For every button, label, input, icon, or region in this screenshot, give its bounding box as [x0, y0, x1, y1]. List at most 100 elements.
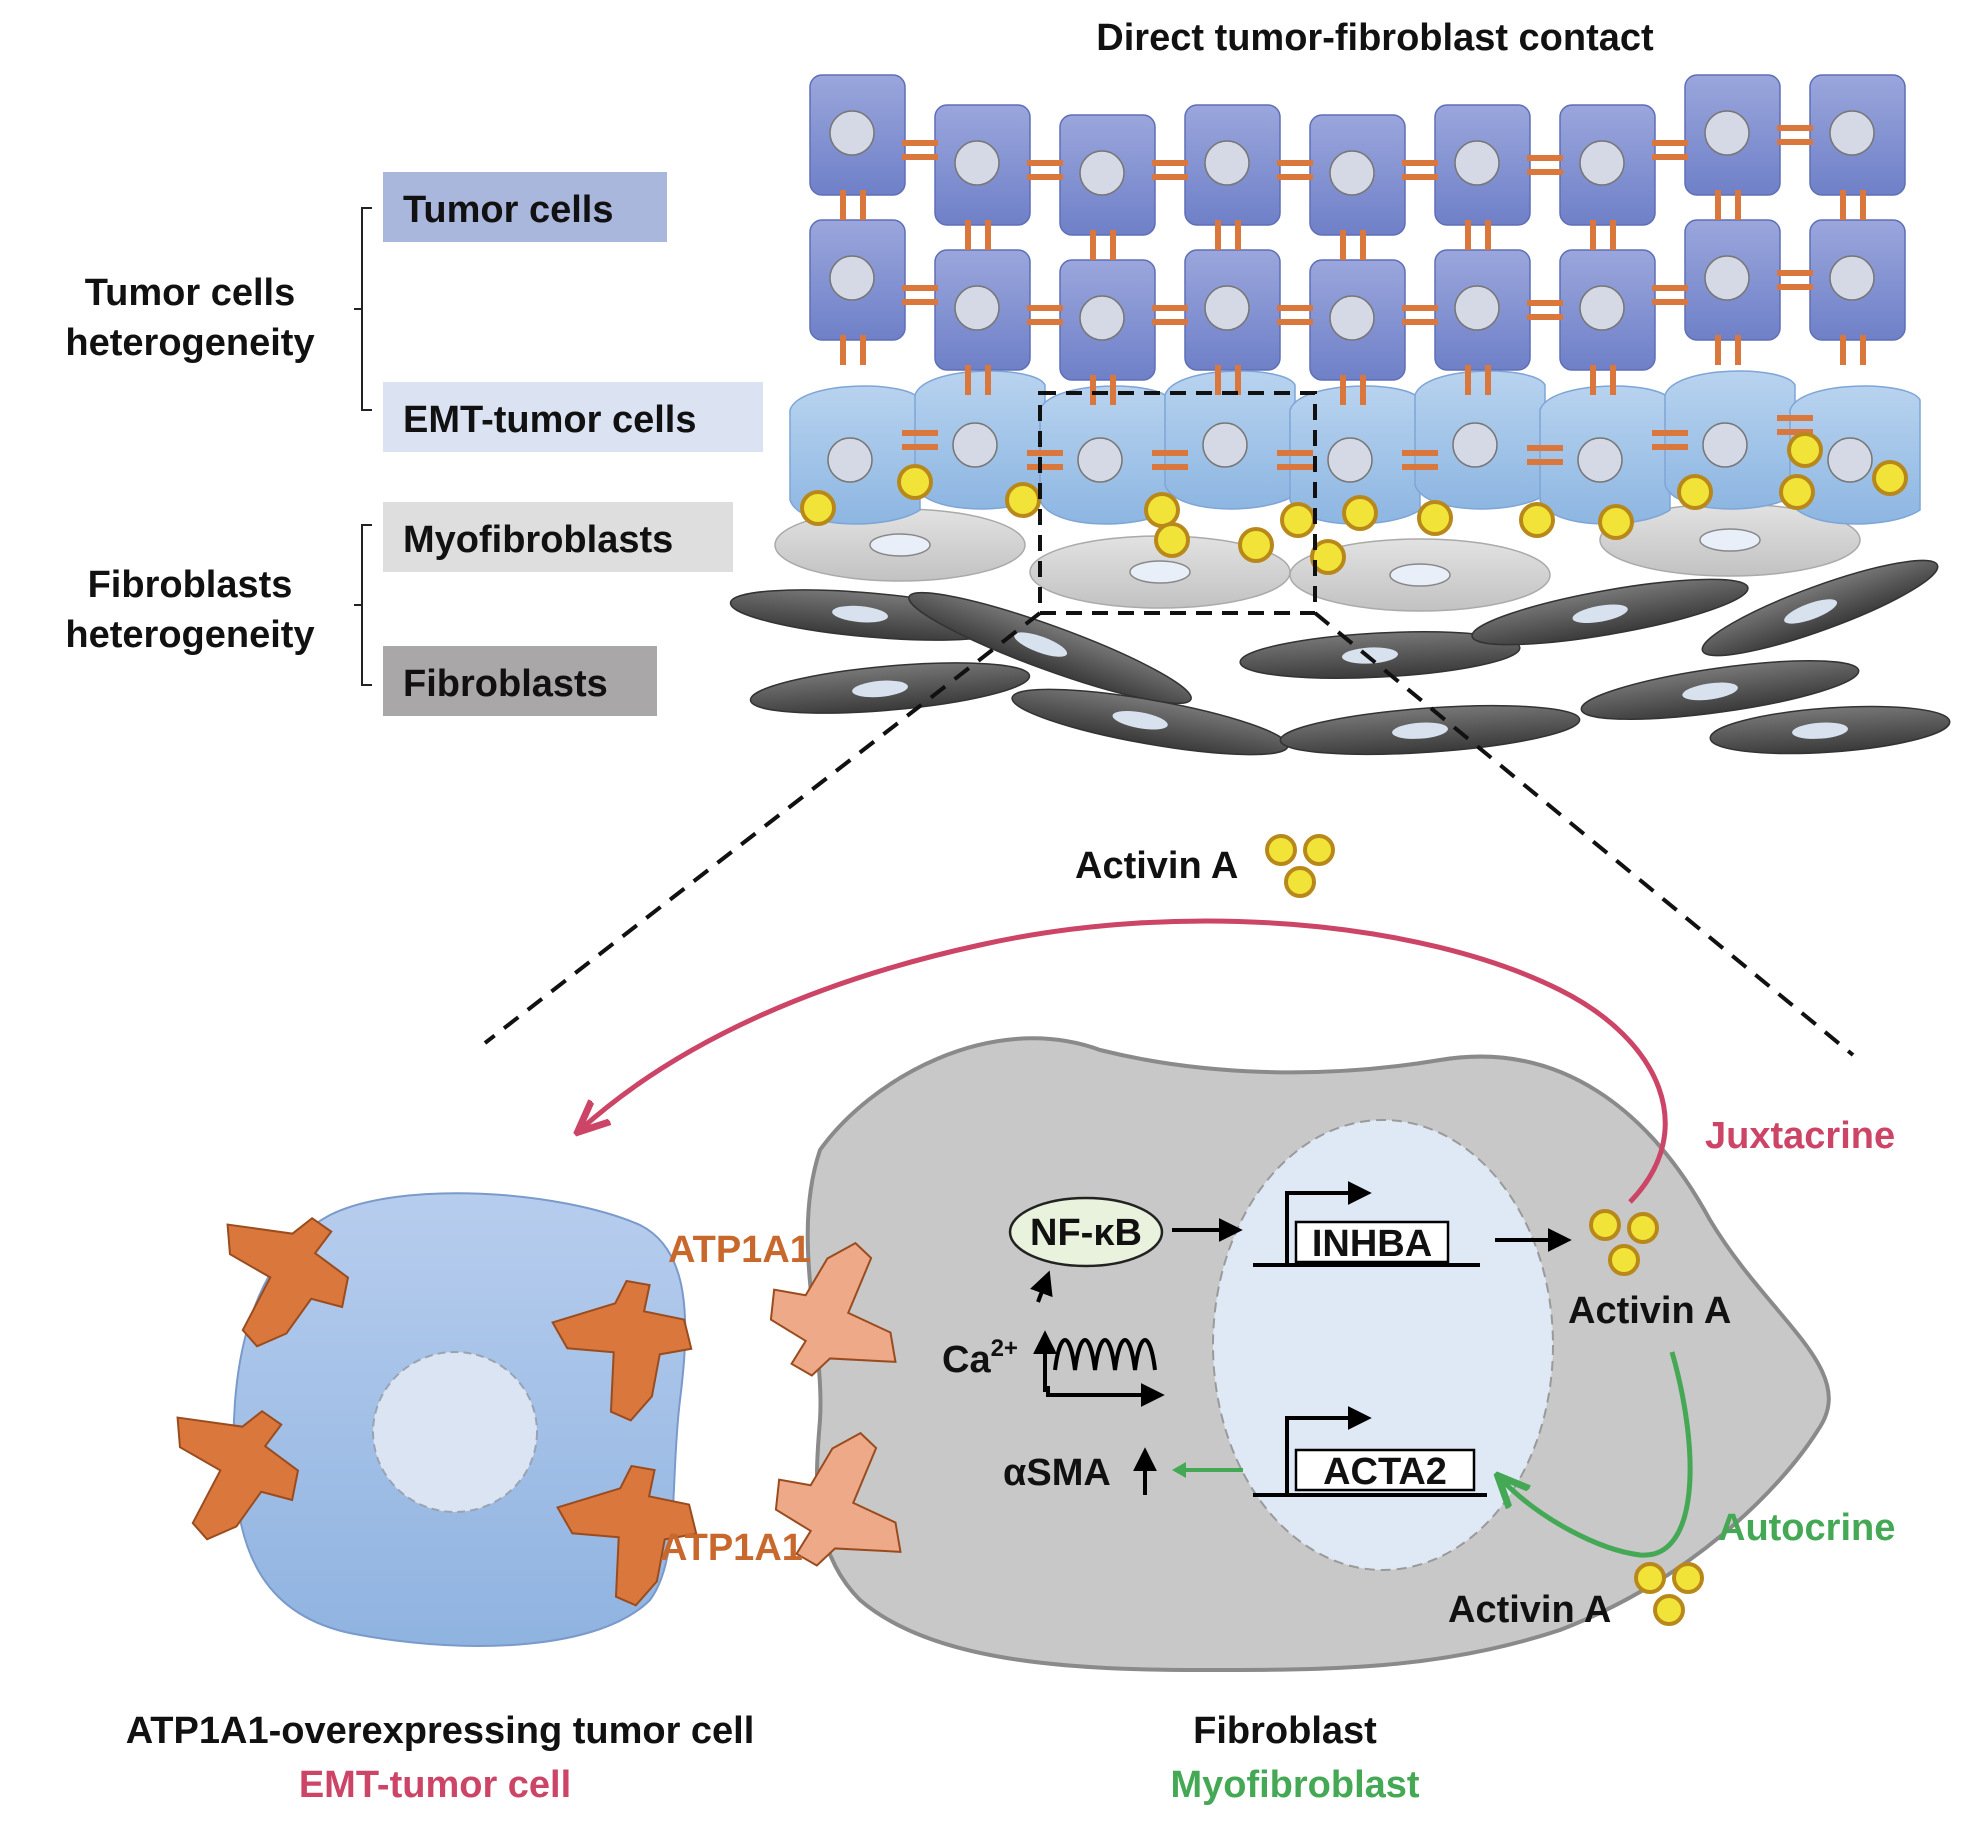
cell-junction: [1527, 459, 1563, 465]
cell-junction: [1090, 375, 1096, 405]
cell-junction: [1402, 305, 1438, 311]
atp1a1-shape: [226, 1216, 350, 1348]
inhba-gene: INHBA: [1253, 1181, 1480, 1267]
fibroblast-cell: [1011, 688, 1289, 756]
zoom-line-right: [1313, 611, 1855, 1057]
fibroblast-nucleus-small: [1572, 604, 1628, 623]
activin-label-top: Activin A: [1075, 845, 1238, 887]
activin-dots-bottom: [1634, 1562, 1704, 1626]
tumor-cell-nucleus: [1204, 285, 1250, 331]
cell-junction: [1777, 139, 1813, 145]
cell-junction: [1152, 450, 1188, 456]
emt-nucleus: [1702, 422, 1748, 468]
cell-junction: [1152, 160, 1188, 166]
activin-dots-right: [1589, 1209, 1659, 1276]
autocrine-arrow: [1500, 1351, 1693, 1558]
cell-junction: [1527, 155, 1563, 161]
atp1a1-shape: [556, 1464, 698, 1607]
cell-junction: [1777, 284, 1813, 290]
cell-junction: [1652, 285, 1688, 291]
cell-junction: [1652, 444, 1688, 450]
fibro-group-label: Fibroblasts: [88, 564, 293, 606]
cell-junction: [1027, 305, 1063, 311]
emt-nucleus: [1827, 437, 1873, 483]
fibroblast-cell: [1239, 631, 1521, 679]
fibroblast-layer: [729, 559, 1951, 756]
activin-dot: [1598, 504, 1634, 540]
fibroblast-cell: [1709, 705, 1951, 755]
cell-junction: [840, 335, 846, 365]
cell-junction: [1277, 319, 1313, 325]
cell-junction: [1735, 190, 1741, 220]
cell-junction: [902, 140, 938, 146]
tumor-group-label-2: heterogeneity: [65, 322, 314, 364]
atp1a1-receptors: [176, 1216, 902, 1607]
activin-dot: [1280, 502, 1316, 538]
cell-junction: [1527, 314, 1563, 320]
activin-layer: [800, 432, 1908, 575]
atp1a1-label-bottom: ATP1A1: [660, 1527, 803, 1569]
nfkb-label: NF-κB: [1030, 1212, 1142, 1254]
cell-junction: [860, 190, 866, 220]
atp1a1-receptor: [226, 1216, 350, 1348]
fibroblast-cell: [908, 591, 1192, 705]
emt-nucleus: [1577, 437, 1623, 483]
asma-label: αSMA: [1003, 1452, 1111, 1494]
tumor-cell-nucleus: [1204, 140, 1250, 186]
fibroblast-nucleus-small: [1014, 632, 1068, 657]
activin-dot: [800, 490, 836, 526]
emt-nucleus: [1327, 437, 1373, 483]
cell-junction: [1152, 305, 1188, 311]
cell-junction: [860, 335, 866, 365]
cell-junction: [965, 365, 971, 395]
cell-junction: [985, 220, 991, 250]
myofibroblast-nucleus: [869, 533, 931, 557]
cell-junction: [1235, 365, 1241, 395]
myofibroblast-nucleus: [1699, 528, 1761, 552]
cell-junction: [1527, 445, 1563, 451]
tumor-cell-caption: ATP1A1-overexpressing tumor cell: [126, 1710, 755, 1752]
cell-junction: [1652, 299, 1688, 305]
cell-junction: [1465, 220, 1471, 250]
fibroblast-cell: [1471, 578, 1749, 646]
legend-label-tumor: Tumor cells: [403, 189, 613, 231]
cell-junction: [1610, 365, 1616, 395]
cell-junction: [1527, 300, 1563, 306]
cell-junction: [902, 285, 938, 291]
tumor-cell-nucleus: [1079, 295, 1125, 341]
cell-junction: [1777, 415, 1813, 421]
cell-junction: [1777, 429, 1813, 435]
cell-junction: [1735, 335, 1741, 365]
nfkb-ellipse: [1008, 1196, 1164, 1268]
activin-dot: [1238, 527, 1274, 563]
activin-dot: [1342, 495, 1378, 531]
fibroblast-cell: [1580, 660, 1860, 720]
tumor-cell-nucleus: [954, 140, 1000, 186]
ca-label: Ca2+: [942, 1335, 1018, 1381]
ca-superscript: 2+: [991, 1335, 1018, 1362]
cell-junction: [1402, 319, 1438, 325]
cell-junction: [1110, 230, 1116, 260]
cell-junction: [965, 220, 971, 250]
atp1a1-label-top: ATP1A1: [668, 1229, 811, 1271]
fibro-group-bracket: [354, 524, 372, 686]
cell-junction: [1402, 464, 1438, 470]
cell-junction: [1465, 365, 1471, 395]
cell-junction: [1215, 365, 1221, 395]
atp1a1-partner-receptor: [774, 1431, 902, 1567]
tumor-group-label: Tumor cells: [85, 272, 295, 314]
cell-junction: [1340, 375, 1346, 405]
cell-junction: [1840, 335, 1846, 365]
cell-junction: [1590, 220, 1596, 250]
autocrine-label: Autocrine: [1718, 1507, 1895, 1549]
cell-junction: [1235, 220, 1241, 250]
cell-junction: [1277, 450, 1313, 456]
cell-junction: [1027, 450, 1063, 456]
cell-junction: [1777, 125, 1813, 131]
activin-dot: [897, 464, 933, 500]
tumor-cell-nucleus: [954, 285, 1000, 331]
cell-junction: [1715, 335, 1721, 365]
cell-junction: [1402, 174, 1438, 180]
tumor-group-bracket: [354, 207, 372, 411]
